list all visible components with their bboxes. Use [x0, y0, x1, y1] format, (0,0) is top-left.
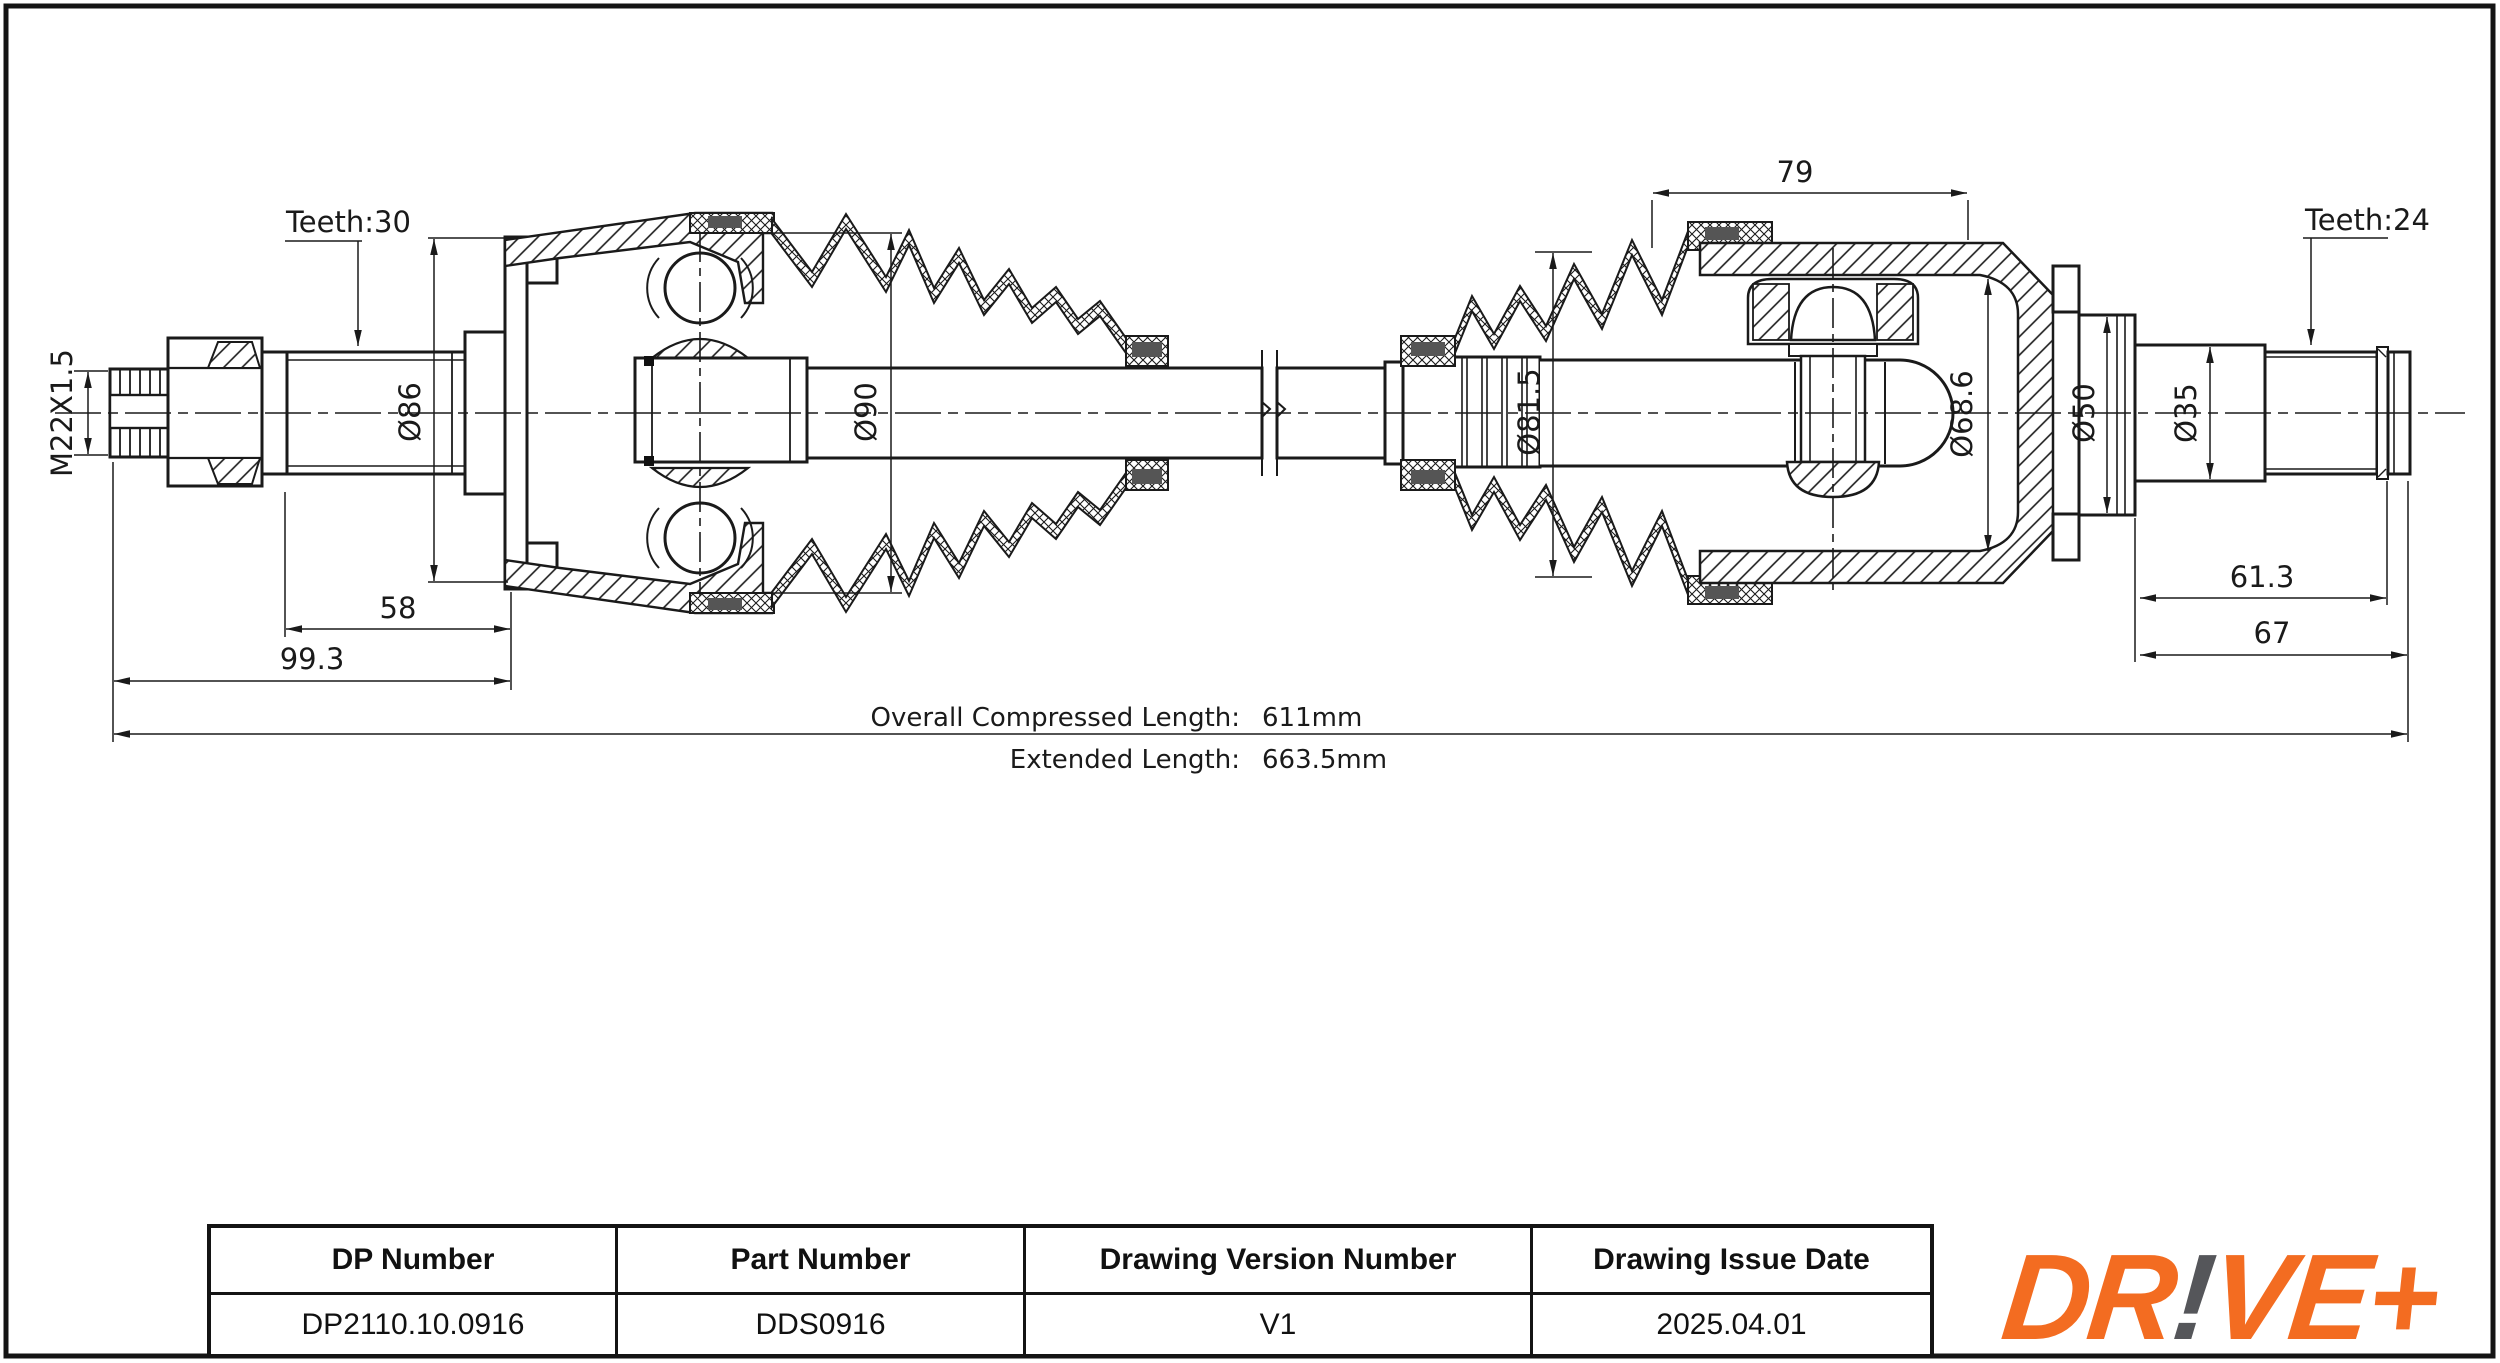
tripod-housing	[1698, 241, 2081, 585]
dim-67: 67	[2140, 481, 2409, 742]
dim-dia86: Ø86	[393, 237, 508, 583]
label-extended: Extended Length:	[1010, 745, 1240, 775]
logo-segment-dr: DR	[1996, 1229, 2181, 1363]
label-dia35: Ø35	[2169, 383, 2203, 443]
label-compressed: Overall Compressed Length:	[871, 703, 1240, 733]
title-block: DP Number Part Number Drawing Version Nu…	[207, 1224, 1934, 1358]
header-drawing-version: Drawing Version Number	[1023, 1228, 1530, 1292]
dim-dia81-5: Ø81.5	[1512, 251, 1592, 578]
dim-thread: M22X1.5	[45, 349, 108, 477]
label-dia86: Ø86	[393, 382, 427, 442]
header-issue-date: Drawing Issue Date	[1530, 1228, 1930, 1292]
dim-teeth-left: Teeth:30	[285, 205, 411, 346]
break-line-left	[1261, 350, 1272, 476]
value-dp-number: DP2110.10.0916	[211, 1292, 615, 1354]
value-drawing-version: V1	[1023, 1292, 1530, 1354]
label-teeth-right: Teeth:24	[2304, 203, 2430, 237]
dim-dia50: Ø50	[2067, 317, 2111, 513]
dimensions: M22X1.5 Teeth:30 Ø86 Ø90 58	[45, 155, 2430, 775]
dim-99-3: 99.3	[112, 462, 510, 742]
value-compressed: 611mm	[1262, 703, 1362, 733]
header-part-number: Part Number	[615, 1228, 1023, 1292]
break-line-right	[1276, 350, 1287, 476]
label-dia50: Ø50	[2067, 383, 2101, 443]
value-issue-date: 2025.04.01	[1530, 1292, 1930, 1354]
label-67: 67	[2254, 616, 2291, 650]
dim-teeth-right: Teeth:24	[2303, 203, 2430, 345]
dim-dia68-6: Ø68.6	[1945, 279, 1992, 551]
left-boot	[689, 212, 1169, 614]
label-61-3: 61.3	[2230, 560, 2295, 594]
dim-79: 79	[1651, 155, 1969, 248]
logo-segment-ve-plus: VE+	[2204, 1229, 2444, 1363]
drive-plus-logo: DR!VE+	[1954, 1229, 2487, 1363]
dim-58: 58	[284, 492, 512, 690]
label-99-3: 99.3	[280, 642, 345, 676]
label-dia68-6: Ø68.6	[1945, 370, 1979, 457]
dim-dia35: Ø35	[2169, 347, 2214, 479]
value-part-number: DDS0916	[615, 1292, 1023, 1354]
header-dp-number: DP Number	[331, 1243, 495, 1276]
right-output-shaft	[2077, 313, 2412, 517]
dim-61-3: 61.3	[2134, 481, 2388, 662]
hub-nut	[166, 336, 264, 488]
value-extended: 663.5mm	[1262, 745, 1387, 775]
label-dia81-5: Ø81.5	[1512, 368, 1546, 455]
label-79: 79	[1777, 155, 1814, 189]
dim-overall: Overall Compressed Length: 611mm Extende…	[114, 703, 2407, 775]
label-dia90: Ø90	[849, 382, 883, 442]
label-teeth-left: Teeth:30	[285, 205, 411, 239]
centerlines	[55, 232, 2465, 596]
axle-geometry	[108, 211, 2412, 615]
dim-dia90: Ø90	[768, 232, 902, 594]
label-thread: M22X1.5	[45, 349, 79, 477]
label-58: 58	[380, 591, 417, 625]
